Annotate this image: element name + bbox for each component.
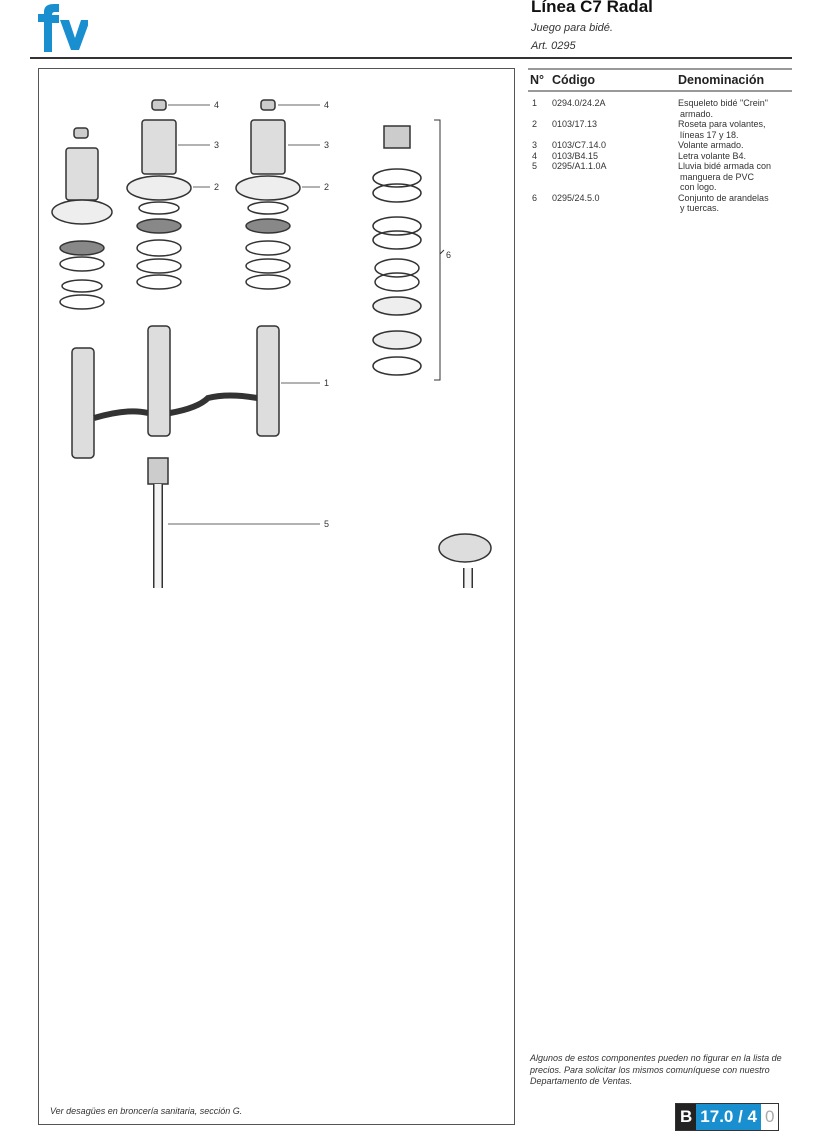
page-subtitle: Juego para bidé. [531, 22, 613, 34]
parts-table-header: N° Código Denominación [528, 68, 792, 92]
table-row: 3 0103/C7.14.0 Volante armado. [528, 140, 792, 151]
row-name-line: Conjunto de arandelas [678, 192, 769, 203]
row-name-line: manguera de PVC [680, 171, 755, 182]
row-num: 3 [532, 140, 538, 150]
table-row: 4 0103/B4.15 Letra volante B4. [528, 151, 792, 162]
shower-hose [147, 457, 492, 588]
callout-4-left: 4 [214, 100, 219, 110]
drawing-frame [38, 68, 515, 1125]
center-valve-stack [126, 99, 192, 437]
fv-logo [38, 4, 88, 52]
parts-table: N° Código Denominación 1 0294.0/24.2A Esqu… [528, 68, 792, 214]
row-name: Letra volante B4. [678, 151, 792, 162]
header-num: N° [530, 73, 545, 87]
page-revision: 0 [761, 1104, 779, 1130]
row-name-line: Volante armado. [678, 140, 744, 150]
row-code: 0103/17.13 [552, 119, 598, 129]
callout-2-right: 2 [324, 182, 329, 192]
right-valve-stack [235, 99, 301, 437]
bracket-6 [434, 119, 445, 381]
row-name: Volante armado. [678, 140, 792, 151]
exploded-parts-drawing: 4 4 3 3 2 2 6 1 5 [51, 99, 492, 588]
row-num: 2 [532, 119, 538, 129]
callout-2-left: 2 [214, 182, 219, 192]
row-name: Esqueleto bidé "Crein"armado. [678, 98, 792, 119]
callout-3-left: 3 [214, 140, 219, 150]
washer-set [372, 125, 422, 376]
callout-6: 6 [446, 250, 451, 260]
row-name-line: y tuercas. [680, 203, 720, 213]
availability-note: Algunos de estos componentes pueden no f… [530, 1053, 782, 1086]
callout-5: 5 [324, 519, 329, 529]
row-name-line: Esqueleto bidé "Crein" [678, 98, 768, 108]
table-row: 1 0294.0/24.2A Esqueleto bidé "Crein"armad… [528, 98, 792, 119]
row-code: 0294.0/24.2A [552, 98, 606, 108]
row-name-line: con logo. [680, 182, 717, 192]
row-name: Roseta para volantes,líneas 17 y 18. [678, 119, 792, 140]
callout-3-right: 3 [324, 140, 329, 150]
row-num: 6 [532, 192, 538, 203]
page-number: 17.0 / 4 [696, 1104, 761, 1130]
row-num: 4 [532, 150, 538, 161]
row-num: 1 [532, 98, 538, 108]
callout-1: 1 [324, 378, 329, 388]
footer-note: Ver desagües en broncería sanitaria, sec… [50, 1106, 243, 1116]
manifold-pipe [93, 392, 258, 421]
row-code: 0103/B4.15 [552, 150, 599, 161]
row-name-line: Letra volante B4. [678, 150, 747, 161]
left-valve-stack [51, 127, 113, 459]
row-code: 0295/A1.1.0A [552, 161, 607, 171]
header-name: Denominación [678, 73, 765, 87]
article-number: Art. 0295 [531, 40, 576, 52]
page-section: B [676, 1104, 697, 1130]
leader-lines [168, 104, 320, 525]
row-name-line: líneas 17 y 18. [680, 129, 739, 140]
row-name-line: Lluvia bidé armada con [678, 161, 772, 171]
header-divider [30, 57, 792, 59]
page-code: B 17.0 / 4 0 [675, 1103, 780, 1131]
page-title: Línea C7 Radal [531, 0, 653, 16]
row-num: 5 [532, 161, 538, 171]
row-code: 0295/24.5.0 [552, 192, 600, 203]
header-code: Código [552, 73, 596, 87]
row-name-line: armado. [680, 108, 714, 119]
row-code: 0103/C7.14.0 [552, 140, 607, 150]
callout-4-right: 4 [324, 100, 329, 110]
table-row: 2 0103/17.13 Roseta para volantes,líneas 1… [528, 119, 792, 140]
row-name-line: Roseta para volantes, [678, 119, 766, 129]
